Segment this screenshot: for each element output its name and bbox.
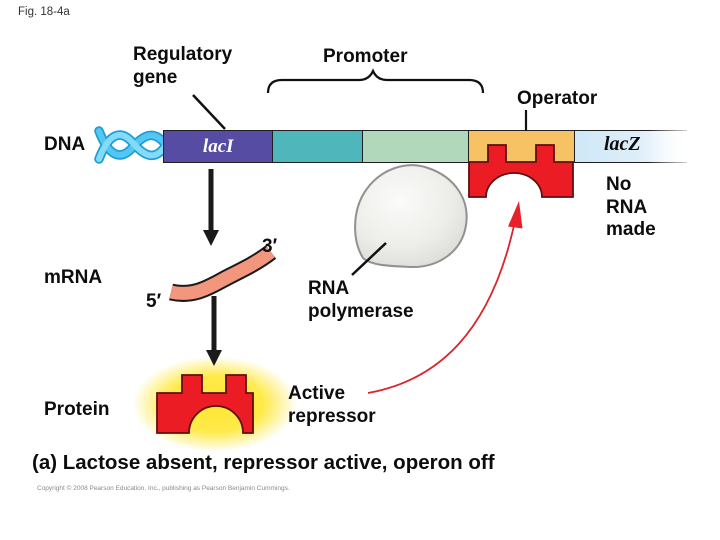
figure-caption: (a) Lactose absent, repressor active, op… (32, 451, 495, 474)
rna-polymerase-blob (354, 164, 468, 269)
spacer-segment (362, 131, 468, 162)
promoter-segment (272, 131, 363, 162)
no-rna-made-label: No RNA made (606, 174, 656, 240)
laci-gene-segment: lacI (164, 131, 273, 162)
transcription-arrow (203, 169, 219, 246)
operator-label: Operator (517, 88, 598, 109)
laci-gene-label: lacI (202, 135, 234, 157)
active-repressor-label: Active repressor (288, 383, 376, 427)
rna-polymerase-label: RNA polymerase (308, 278, 414, 322)
regulatory-gene-label: Regulatory gene (133, 44, 233, 88)
dna-label: DNA (44, 134, 86, 155)
mrna-ribbon (169, 245, 277, 302)
figure-number: Fig. 18-4a (18, 6, 70, 18)
rna-polymerase-pointer-line (351, 242, 387, 276)
repressor-bound-shape (468, 144, 574, 198)
promoter-brace (266, 68, 485, 94)
repressor-protein-shape (156, 374, 254, 434)
copyright-text: Copyright © 2008 Pearson Education, Inc.… (37, 485, 290, 492)
repressor-binding-arrow (367, 201, 523, 394)
regulatory-gene-pointer-line (192, 94, 226, 130)
mrna-label: mRNA (44, 267, 103, 288)
translation-arrow (206, 296, 222, 366)
promoter-label: Promoter (323, 46, 408, 67)
lacz-gene-label: lacZ (604, 133, 641, 155)
operator-segment (467, 131, 574, 162)
protein-label: Protein (44, 399, 110, 420)
five-prime-label: 5′ (146, 291, 162, 312)
lacz-fade-overlay (648, 126, 706, 167)
dna-bar: lacI (163, 130, 575, 163)
three-prime-label: 3′ (262, 236, 278, 257)
